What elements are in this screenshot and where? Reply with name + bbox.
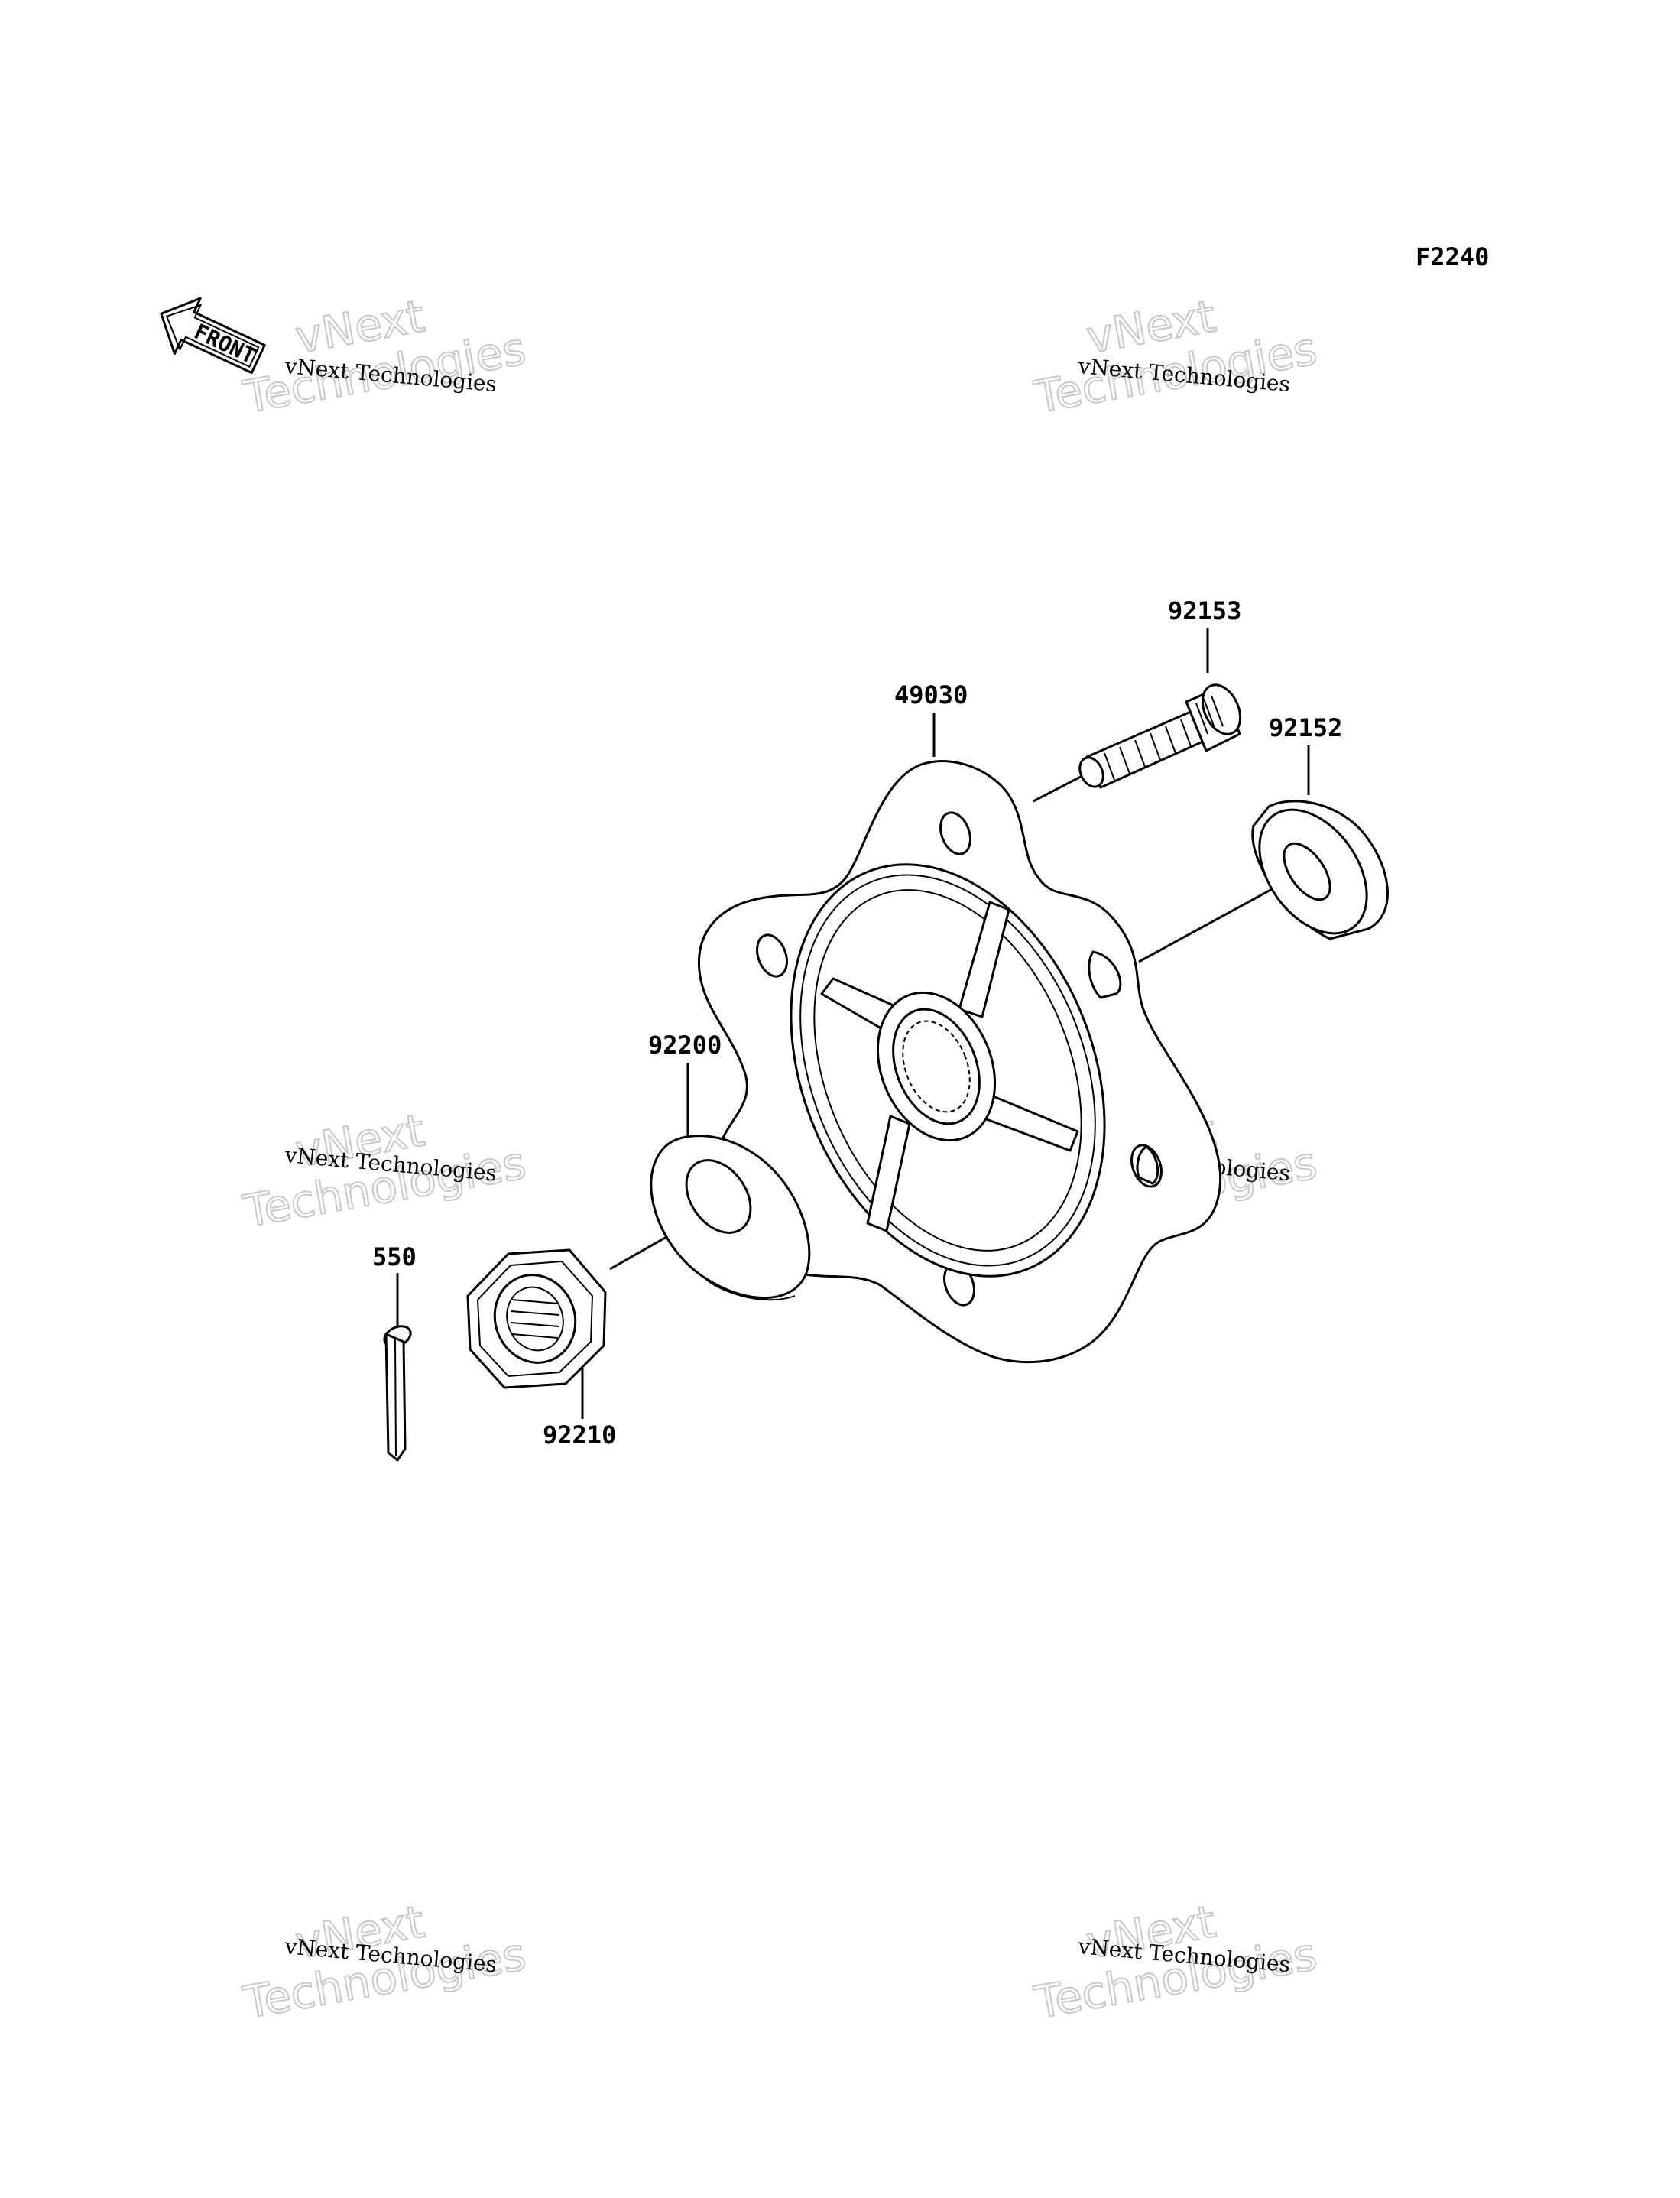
cotter-pin-icon bbox=[383, 1325, 412, 1462]
figure-code: F2240 bbox=[1416, 242, 1489, 271]
part-label-92152: 92152 bbox=[1269, 713, 1342, 742]
watermark-top-left: vNext Technologies bbox=[238, 289, 530, 424]
watermark-top-right: vNext Technologies bbox=[1030, 289, 1322, 424]
part-label-92153: 92153 bbox=[1168, 596, 1241, 625]
assembly-line-seal bbox=[1138, 878, 1291, 963]
castle-nut-icon bbox=[466, 1248, 607, 1389]
part-label-92210: 92210 bbox=[543, 1420, 616, 1450]
oil-seal-icon bbox=[1251, 800, 1389, 940]
part-label-49030: 49030 bbox=[894, 680, 968, 709]
washer-icon bbox=[650, 1135, 811, 1301]
stud-bolt-icon bbox=[1078, 683, 1242, 789]
part-label-92200: 92200 bbox=[648, 1031, 722, 1060]
wheel-hub-icon bbox=[697, 760, 1222, 1364]
part-label-550: 550 bbox=[372, 1242, 417, 1271]
